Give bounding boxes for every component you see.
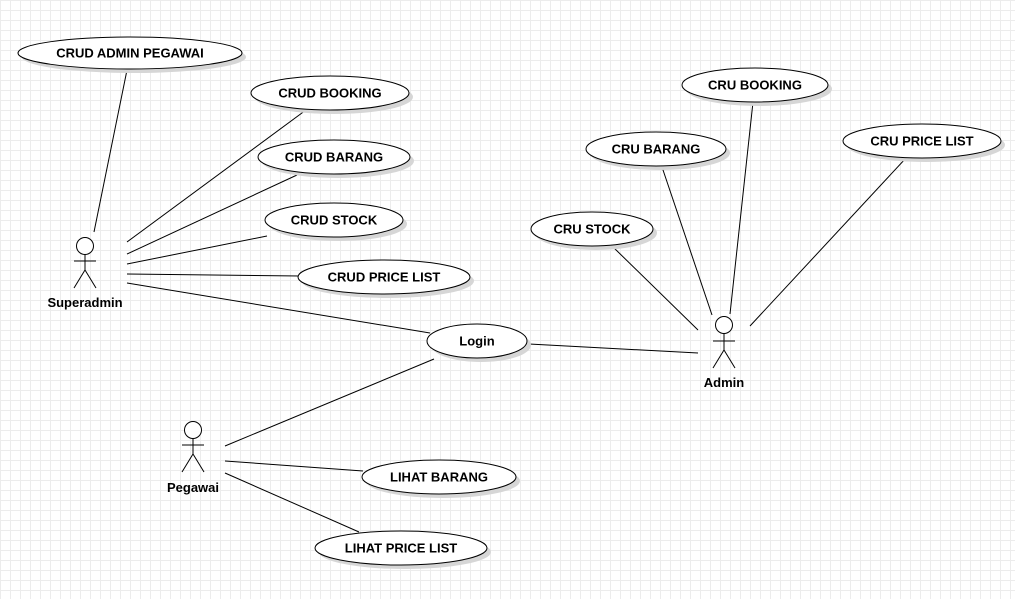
actor-label: Pegawai: [167, 480, 219, 495]
use-case-label: CRU BARANG: [612, 142, 701, 157]
assoc-admin-cru-booking: [729, 101, 754, 315]
use-case-cru-stock[interactable]: CRU STOCK: [530, 211, 657, 250]
assoc-superadmin-crud-stock: [126, 235, 268, 265]
use-case-crud-stock[interactable]: CRUD STOCK: [264, 202, 407, 241]
assoc-superadmin-login: [126, 282, 431, 334]
use-case-label: CRUD STOCK: [291, 213, 378, 228]
use-case-label: CRU STOCK: [553, 222, 631, 237]
stick-figure-icon: [712, 316, 736, 369]
assoc-pegawai-lihat-price-list: [224, 472, 360, 533]
use-case-label: CRU PRICE LIST: [870, 134, 973, 149]
use-case-crud-admin-pegawai[interactable]: CRUD ADMIN PEGAWAI: [17, 36, 246, 73]
use-case-label: LIHAT PRICE LIST: [345, 541, 457, 556]
assoc-superadmin-crud-barang: [126, 174, 298, 255]
assoc-pegawai-login: [224, 358, 435, 447]
use-case-cru-booking[interactable]: CRU BOOKING: [681, 67, 832, 106]
use-case-login[interactable]: Login: [426, 323, 531, 362]
assoc-admin-login: [528, 343, 699, 354]
associations: [93, 69, 907, 533]
use-case-label: CRUD PRICE LIST: [328, 270, 441, 285]
use-case-cru-price-list[interactable]: CRU PRICE LIST: [842, 123, 1005, 162]
actor-label: Superadmin: [47, 295, 122, 310]
actor-admin[interactable]: Admin: [704, 316, 745, 391]
actor-label: Admin: [704, 375, 745, 390]
assoc-admin-cru-price-list: [749, 157, 907, 327]
actor-superadmin[interactable]: Superadmin: [47, 237, 123, 311]
use-case-label: CRUD ADMIN PEGAWAI: [56, 46, 204, 61]
use-case-crud-booking[interactable]: CRUD BOOKING: [250, 75, 413, 114]
use-case-crud-price-list[interactable]: CRUD PRICE LIST: [297, 259, 474, 298]
use-case-crud-barang[interactable]: CRUD BARANG: [257, 139, 414, 178]
use-case-cru-barang[interactable]: CRU BARANG: [585, 131, 730, 170]
stick-figure-icon: [73, 237, 97, 289]
assoc-superadmin-crud-booking: [126, 109, 307, 243]
use-case-label: Login: [459, 334, 494, 349]
use-case-label: CRU BOOKING: [708, 78, 802, 93]
use-case-label: LIHAT BARANG: [390, 470, 488, 485]
assoc-admin-cru-stock: [611, 245, 699, 331]
actor-pegawai[interactable]: Pegawai: [167, 421, 219, 496]
use-case-lihat-barang[interactable]: LIHAT BARANG: [361, 459, 520, 498]
use-case-lihat-price-list[interactable]: LIHAT PRICE LIST: [314, 530, 491, 569]
stick-figure-icon: [181, 421, 205, 473]
assoc-superadmin-crud-admin-pegawai: [93, 69, 128, 233]
use-case-label: CRUD BOOKING: [278, 86, 381, 101]
assoc-admin-cru-barang: [661, 166, 713, 316]
assoc-superadmin-crud-price-list: [126, 273, 301, 277]
use-case-label: CRUD BARANG: [285, 150, 383, 165]
assoc-pegawai-lihat-barang: [224, 460, 364, 472]
